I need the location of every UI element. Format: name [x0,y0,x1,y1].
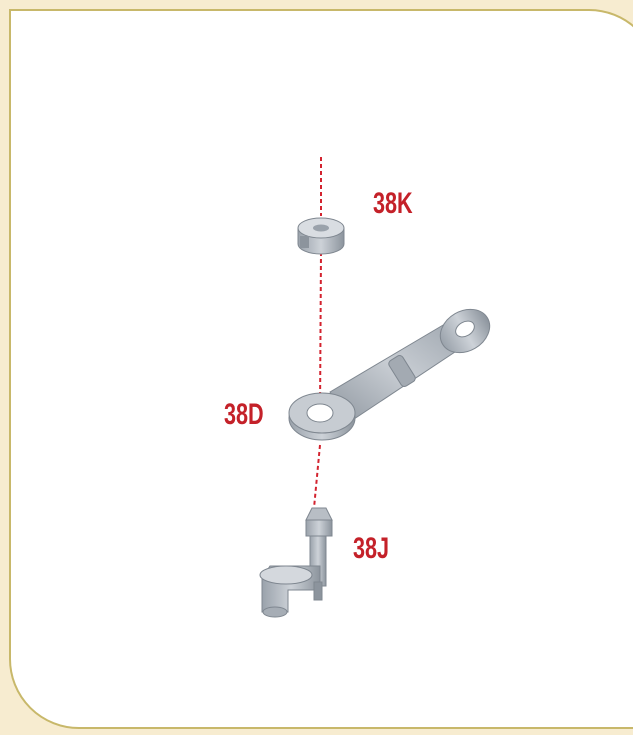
assembly-axis-line [314,157,321,508]
pin-38j-part [260,508,332,617]
label-38k: 38K [373,189,413,219]
label-38d: 38D [224,400,264,430]
label-38j: 38J [353,534,389,564]
link-arm-38d-part [289,301,498,440]
washer-38k-part [298,218,344,254]
